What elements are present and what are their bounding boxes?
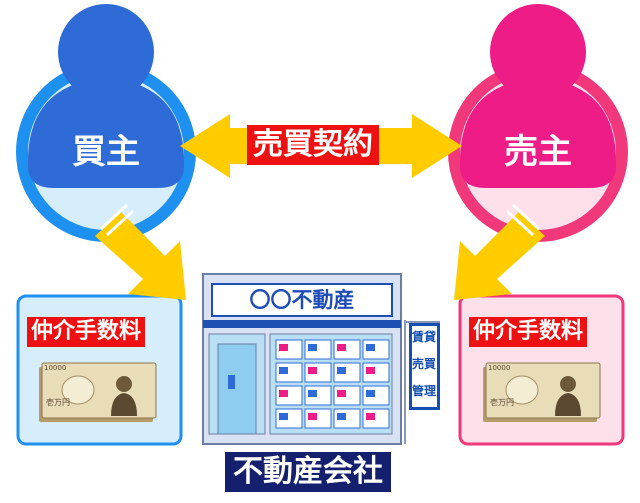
flag-text-rent: 賃貸: [411, 330, 436, 344]
property-listings-grid: [275, 339, 390, 429]
seller-fee-arrow: [454, 203, 545, 300]
buyer-label: 買主: [72, 132, 140, 172]
buyer-banknote-text: 壱万円: [46, 398, 70, 407]
flag-text-sale: 売買: [411, 357, 436, 371]
seller-banknote-text: 壱万円: [490, 398, 514, 407]
buyer-icon: [27, 4, 185, 188]
buyer-fee-label: 仲介手数料: [27, 317, 146, 347]
company-label: 不動産会社: [225, 452, 391, 492]
seller-banknote-icon: [483, 362, 601, 422]
buyer-banknote-value: 10000: [44, 364, 67, 372]
store-flag-banner: [404, 320, 440, 444]
buyer-banknote-icon: [39, 362, 157, 422]
seller-label: 売主: [504, 132, 572, 172]
seller-fee-label: 仲介手数料: [469, 317, 588, 347]
contract-label: 売買契約: [247, 125, 379, 165]
seller-icon: [459, 4, 617, 188]
buyer-fee-arrow: [95, 203, 186, 300]
seller-banknote-value: 10000: [488, 364, 511, 372]
shop-sign: 〇〇不動産: [249, 288, 355, 312]
flag-text-management: 管理: [411, 384, 436, 398]
